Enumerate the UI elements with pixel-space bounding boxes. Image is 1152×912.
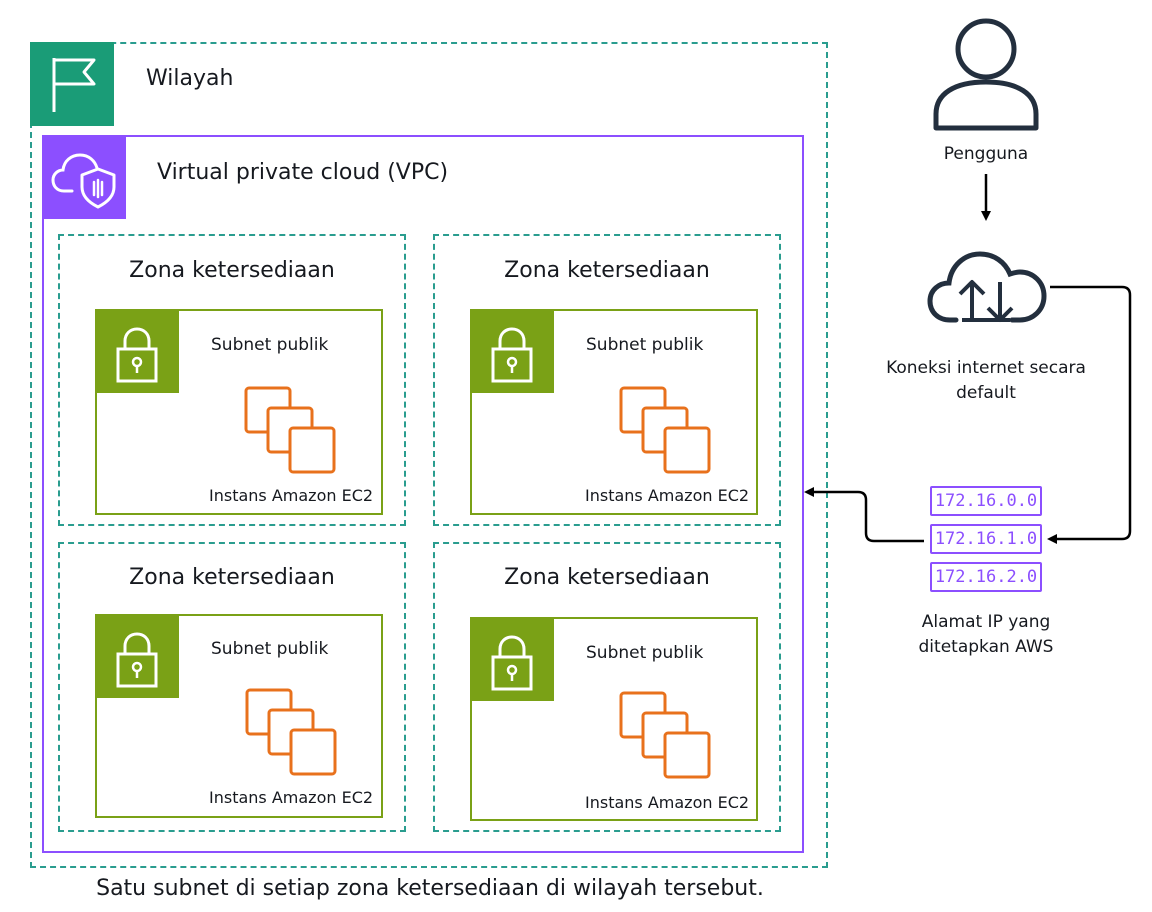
ec2-instances-icon bbox=[244, 386, 336, 474]
zone-2-title: Zona ketersediaan bbox=[504, 258, 710, 283]
region-title: Wilayah bbox=[146, 66, 234, 91]
subnet-1-label: Subnet publik bbox=[211, 335, 329, 355]
lock-icon bbox=[491, 635, 533, 691]
subnet-3-badge bbox=[95, 614, 179, 698]
flag-icon bbox=[52, 58, 96, 112]
subnet-3-label: Subnet publik bbox=[211, 639, 329, 659]
lock-icon bbox=[491, 327, 533, 383]
subnet-2-label: Subnet publik bbox=[586, 335, 704, 355]
ec2-1-label: Instans Amazon EC2 bbox=[209, 486, 374, 505]
internet-label: Koneksi internet secara default bbox=[866, 356, 1106, 406]
subnet-1-badge bbox=[95, 309, 179, 393]
ec2-2-label: Instans Amazon EC2 bbox=[585, 486, 750, 505]
lock-icon bbox=[116, 327, 158, 383]
subnet-1 bbox=[95, 309, 383, 515]
internet-label-line1: Koneksi internet secara bbox=[886, 358, 1086, 378]
zone-4-title: Zona ketersediaan bbox=[504, 565, 710, 590]
zone-1-title: Zona ketersediaan bbox=[129, 258, 335, 283]
ec2-instances-icon bbox=[619, 691, 711, 779]
ec2-instances-icon bbox=[619, 386, 711, 474]
ip-address-2: 172.16.2.0 bbox=[930, 562, 1042, 592]
availability-zone-4 bbox=[433, 542, 781, 832]
ec2-3-label: Instans Amazon EC2 bbox=[209, 788, 374, 807]
ip-address-0: 172.16.0.0 bbox=[930, 486, 1042, 516]
internet-label-line2: default bbox=[956, 383, 1016, 403]
subnet-3 bbox=[95, 614, 383, 818]
ec2-instances-icon bbox=[245, 688, 337, 776]
user-icon bbox=[933, 18, 1039, 131]
ip-caption-line1: Alamat IP yang bbox=[921, 612, 1051, 632]
subnet-2-badge bbox=[470, 309, 554, 393]
ip-to-vpc-arrow bbox=[804, 487, 924, 543]
subnet-4-badge bbox=[470, 617, 554, 701]
subnet-4-label: Subnet publik bbox=[586, 643, 704, 663]
subnet-2 bbox=[470, 309, 758, 515]
availability-zone-3 bbox=[58, 542, 406, 832]
cloud-upload-download-icon bbox=[927, 251, 1047, 323]
diagram-caption: Satu subnet di setiap zona ketersediaan … bbox=[96, 876, 764, 901]
user-label: Pengguna bbox=[943, 144, 1029, 164]
region-badge bbox=[30, 42, 114, 126]
zone-3-title: Zona ketersediaan bbox=[129, 565, 335, 590]
region-boundary bbox=[30, 42, 828, 868]
ip-caption-line2: ditetapkan AWS bbox=[918, 637, 1054, 657]
lock-icon bbox=[116, 632, 158, 688]
ip-caption: Alamat IP yang ditetapkan AWS bbox=[886, 610, 1086, 660]
availability-zone-2 bbox=[433, 234, 781, 526]
vpc-badge bbox=[42, 135, 126, 219]
ec2-4-label: Instans Amazon EC2 bbox=[585, 793, 750, 812]
ip-address-1: 172.16.1.0 bbox=[930, 524, 1042, 554]
cloud-shield-icon bbox=[51, 153, 116, 209]
internet-to-ip-arrow bbox=[1047, 285, 1132, 544]
vpc-title: Virtual private cloud (VPC) bbox=[157, 160, 449, 185]
subnet-4 bbox=[470, 617, 758, 821]
vpc-boundary bbox=[42, 135, 804, 853]
availability-zone-1 bbox=[58, 234, 406, 526]
